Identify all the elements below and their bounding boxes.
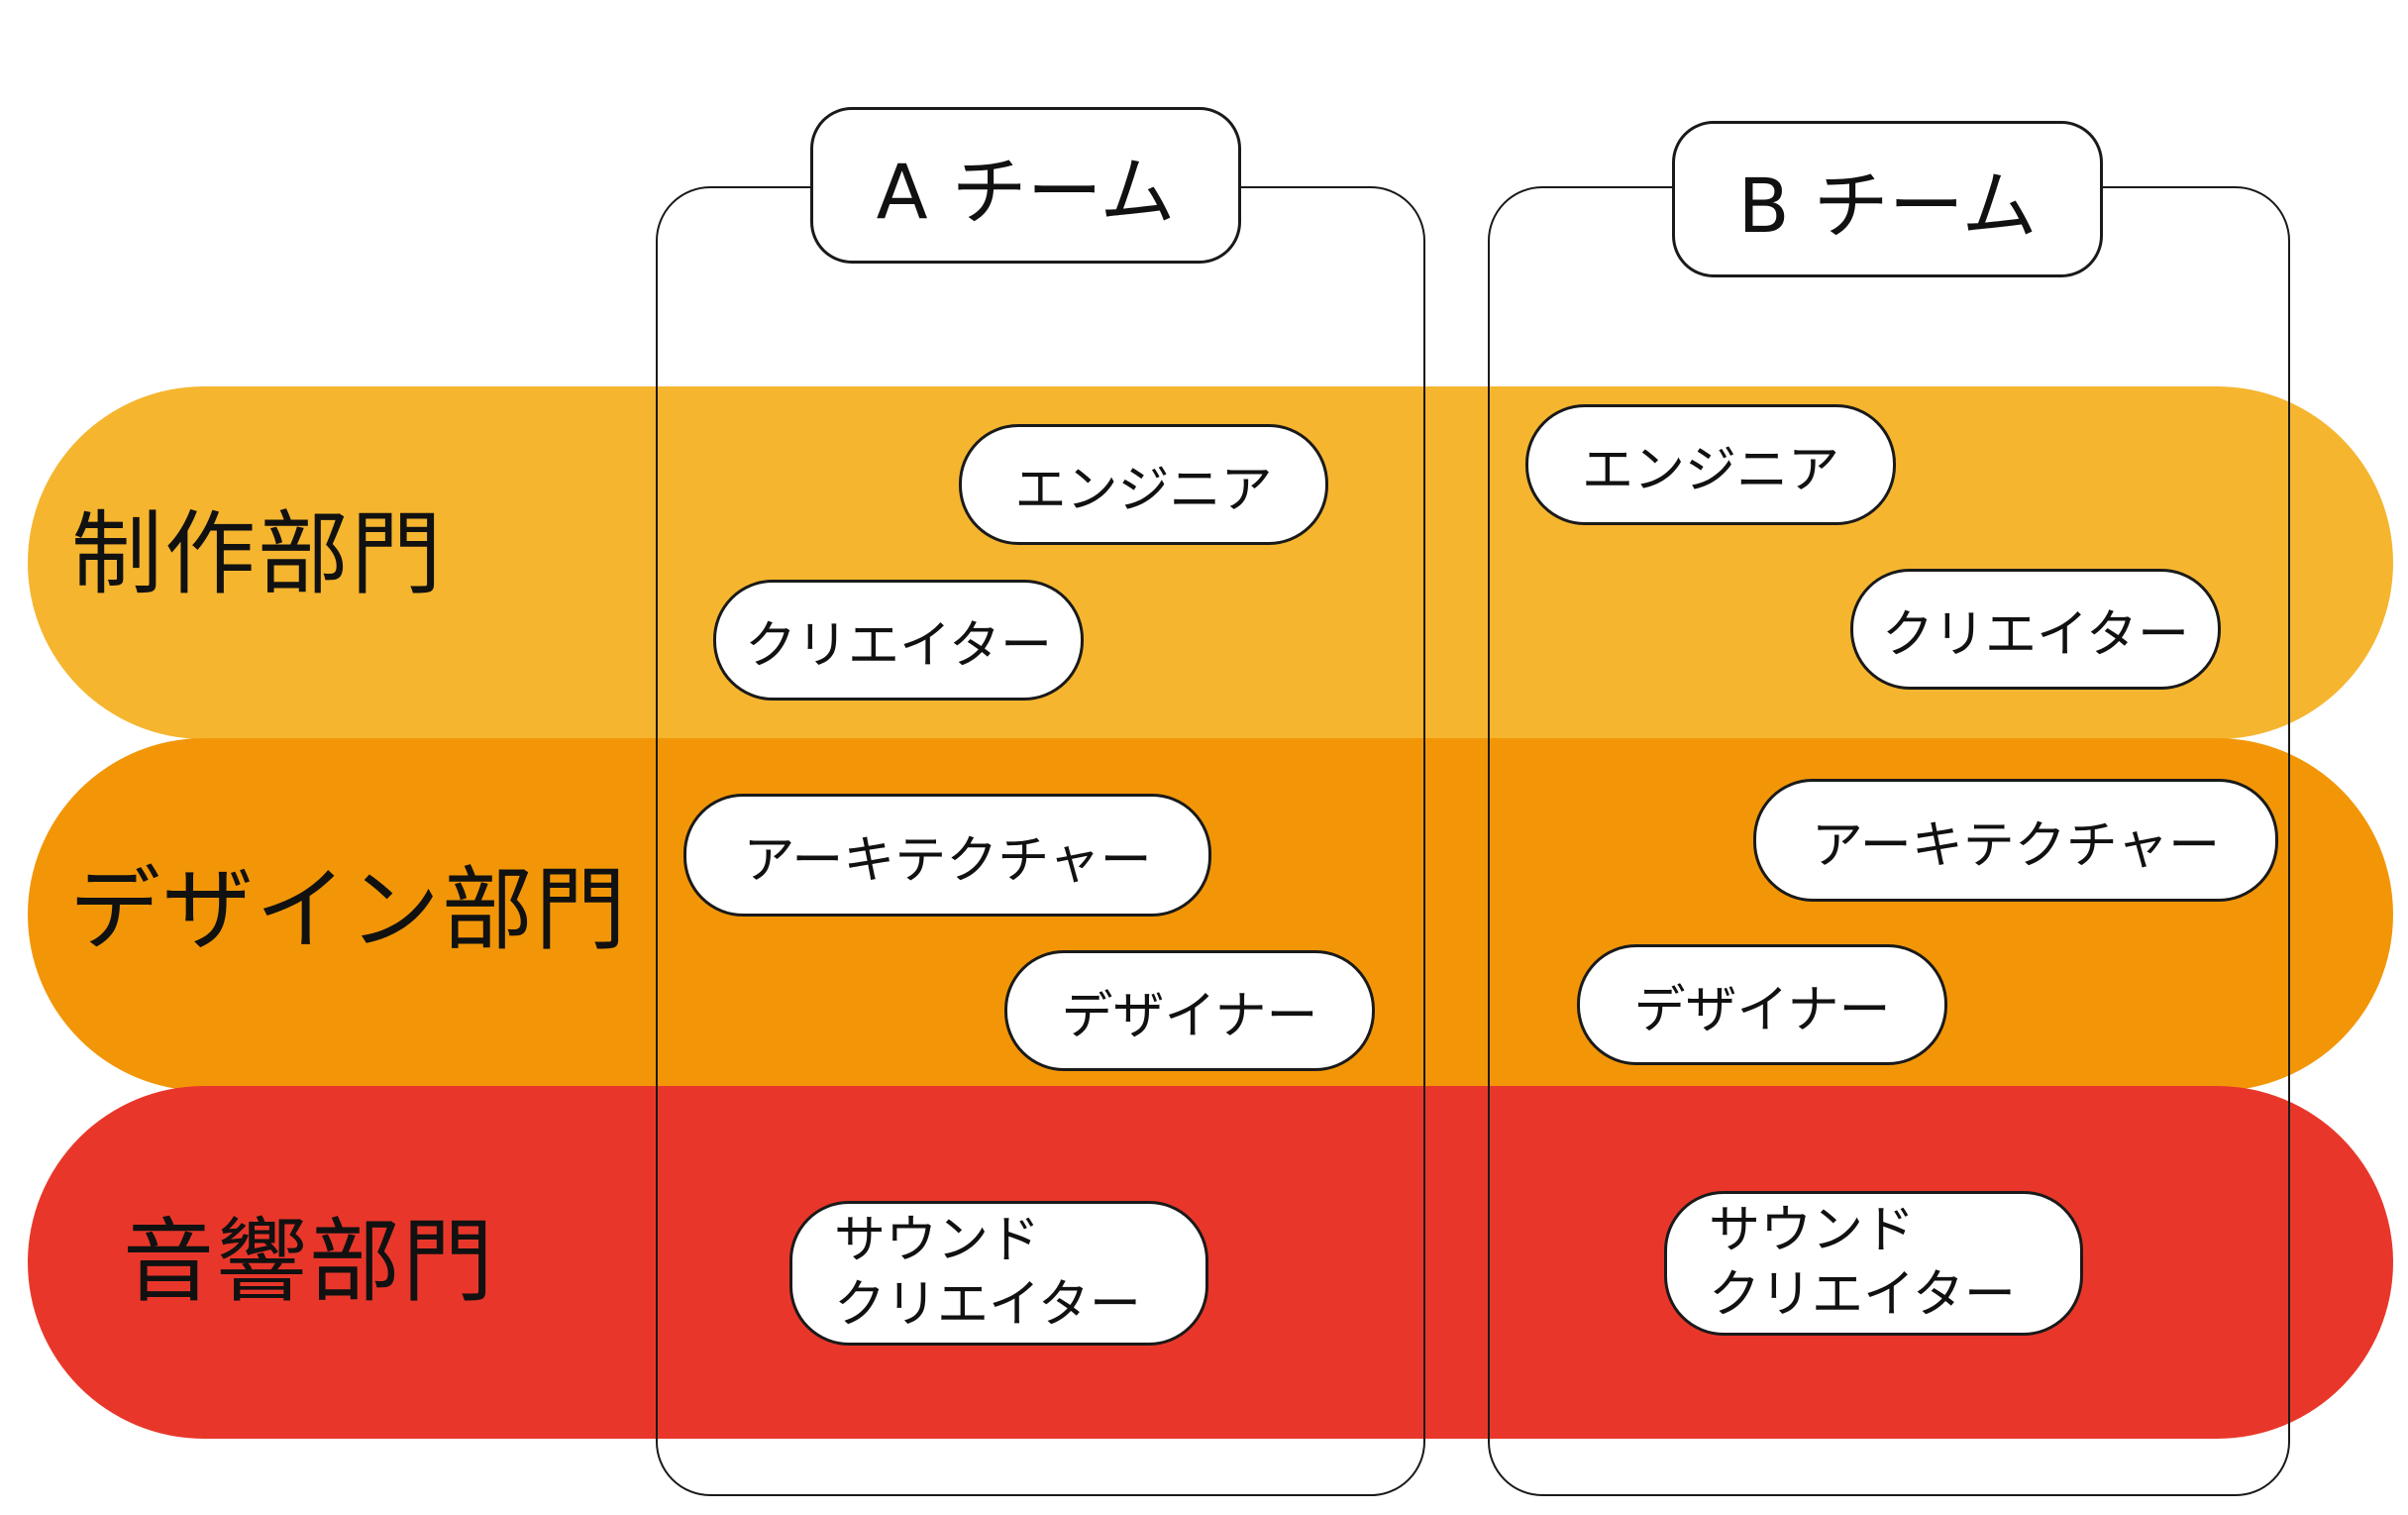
team-b-sound-line2: クリエイター bbox=[1709, 1265, 2016, 1325]
production-department-label: 制作部門 bbox=[71, 501, 445, 607]
team-a-designer-card: デザイナー bbox=[1004, 950, 1375, 1071]
sound-department-label: 音響部門 bbox=[123, 1209, 496, 1315]
team-b-sound-creator-card: サウンド クリエイター bbox=[1664, 1191, 2083, 1336]
team-b-designer-card: デザイナー bbox=[1577, 944, 1947, 1065]
team-a-sound-line1: サウンド bbox=[834, 1211, 1041, 1270]
team-a-architect-card: アーキテクチャー bbox=[683, 794, 1211, 917]
team-b-title: B チーム bbox=[1672, 121, 2103, 277]
team-a-creator-card: クリエイター bbox=[713, 580, 1084, 701]
team-b-architect-card: アーキテクチャー bbox=[1753, 779, 2278, 902]
team-b-sound-line1: サウンド bbox=[1709, 1201, 1916, 1260]
design-department-label: デザイン部門 bbox=[69, 857, 629, 963]
team-b-creator-card: クリエイター bbox=[1850, 569, 2221, 690]
team-b-engineer-card: エンジニア bbox=[1525, 404, 1896, 525]
team-a-title: A チーム bbox=[810, 107, 1241, 264]
team-a-engineer-card: エンジニア bbox=[959, 424, 1328, 545]
team-a-sound-line2: クリエイター bbox=[834, 1275, 1141, 1335]
team-a-sound-creator-card: サウンド クリエイター bbox=[789, 1201, 1208, 1346]
